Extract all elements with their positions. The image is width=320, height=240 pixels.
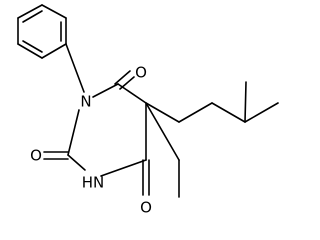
bond-c4-n3 [100, 159, 147, 177]
bond-phenyl-n1 [65, 43, 85, 93]
bond-n3-c2 [67, 154, 86, 171]
atom-n1-label: N [80, 93, 91, 111]
bond-ph-inner-1 [22, 10, 43, 23]
bond-ch2a-ch2b [178, 102, 213, 123]
bond-c5-ch2a [145, 102, 180, 123]
phenyl-ring [17, 4, 67, 59]
structure-canvas: N O O HN O [17, 4, 279, 217]
atom-o2-label: O [30, 147, 42, 165]
bond-ph-2 [41, 4, 67, 19]
bond-ch-ch3b [244, 102, 279, 123]
bond-ph-5 [17, 43, 43, 59]
bond-ph-1 [17, 4, 43, 19]
atom-o4-label: O [140, 199, 152, 217]
bond-ph-inner-3 [22, 40, 43, 53]
bond-ch2b-ch [211, 102, 246, 123]
bond-ph-4 [41, 43, 67, 59]
bond-ch-ch3a [244, 81, 247, 123]
bond-n1-c6 [92, 83, 119, 98]
atom-o6-label: O [135, 64, 147, 82]
bond-c5-ch2e [145, 102, 180, 161]
atom-n3-label: HN [82, 174, 105, 192]
bond-c6-o6-a [114, 70, 131, 85]
bond-c6-o6-b [119, 76, 135, 90]
bond-c2-n1 [67, 109, 80, 156]
ethyl-group [145, 102, 180, 198]
molecule-structure: N O O HN O [17, 4, 279, 217]
isoamyl-chain [145, 81, 279, 123]
